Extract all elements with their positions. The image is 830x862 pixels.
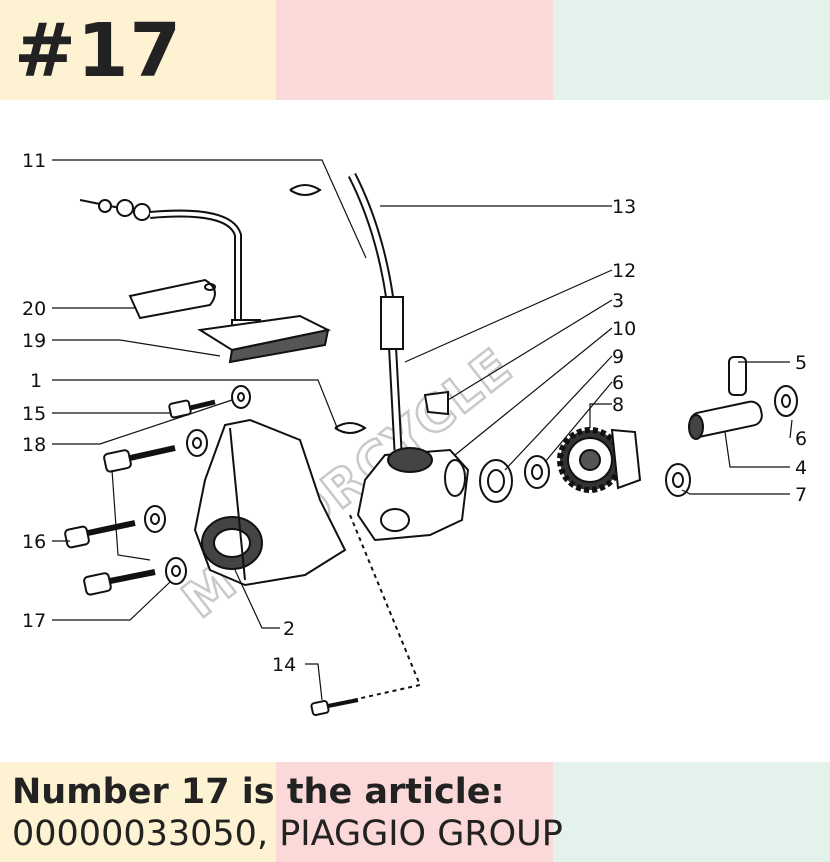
article-number: 00000033050, PIAGGIO GROUP <box>12 814 563 854</box>
article-caption: Number 17 is the article: <box>12 772 505 812</box>
page-title: #17 <box>14 8 182 94</box>
label-17: 17 <box>22 610 46 632</box>
oil-pump-body <box>356 447 470 542</box>
clip-part <box>423 390 449 416</box>
leader-lines <box>52 159 793 701</box>
label-1: 1 <box>30 370 42 392</box>
label-11: 11 <box>22 150 46 172</box>
label-6: 6 <box>612 372 624 394</box>
label-16: 16 <box>22 531 46 553</box>
label-14: 14 <box>272 654 296 676</box>
cable-assembly <box>79 199 332 364</box>
label-6b: 6 <box>795 428 807 450</box>
label-13: 13 <box>612 196 636 218</box>
speedometer-cable <box>289 172 404 451</box>
washers <box>144 385 798 585</box>
label-9: 9 <box>612 346 624 368</box>
footer-band <box>0 762 830 862</box>
label-19: 19 <box>22 330 46 352</box>
label-3: 3 <box>612 290 624 312</box>
alignment-guide <box>329 514 422 706</box>
label-20: 20 <box>22 298 46 320</box>
pump-cover <box>193 418 347 587</box>
label-10: 10 <box>612 318 636 340</box>
drive-gear <box>557 427 642 493</box>
label-15: 15 <box>22 403 46 425</box>
label-2: 2 <box>283 618 295 640</box>
exploded-parts-diagram: MOTORCYCLE <box>22 150 807 716</box>
label-8: 8 <box>612 394 624 416</box>
screws <box>64 399 359 716</box>
shaft-and-pin <box>688 356 763 440</box>
part-labels: 11 13 12 3 10 9 6 8 5 6 4 7 20 19 1 15 1… <box>22 150 807 676</box>
label-12: 12 <box>612 260 636 282</box>
label-18: 18 <box>22 434 46 456</box>
header-band <box>0 0 830 100</box>
label-4: 4 <box>795 457 807 479</box>
label-7: 7 <box>795 484 807 506</box>
label-5: 5 <box>795 352 807 374</box>
